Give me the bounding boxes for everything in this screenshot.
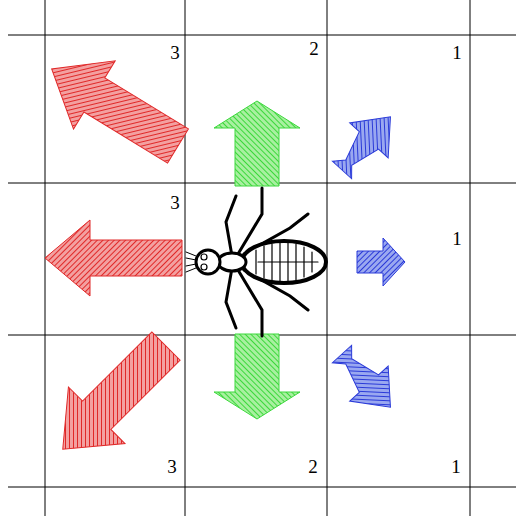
red-arrows (31, 35, 199, 478)
cost-number: 1 (451, 457, 461, 476)
cost-number: 3 (170, 43, 180, 62)
cost-number: 1 (452, 43, 462, 62)
cost-number: 3 (167, 457, 177, 476)
cost-number: 2 (309, 39, 319, 58)
grid-lines (8, 0, 516, 516)
blue-arrows (323, 99, 410, 425)
cost-number: 3 (170, 193, 180, 212)
cost-number: 1 (452, 229, 462, 248)
ant-figure (186, 188, 326, 336)
cost-number: 2 (308, 457, 318, 476)
